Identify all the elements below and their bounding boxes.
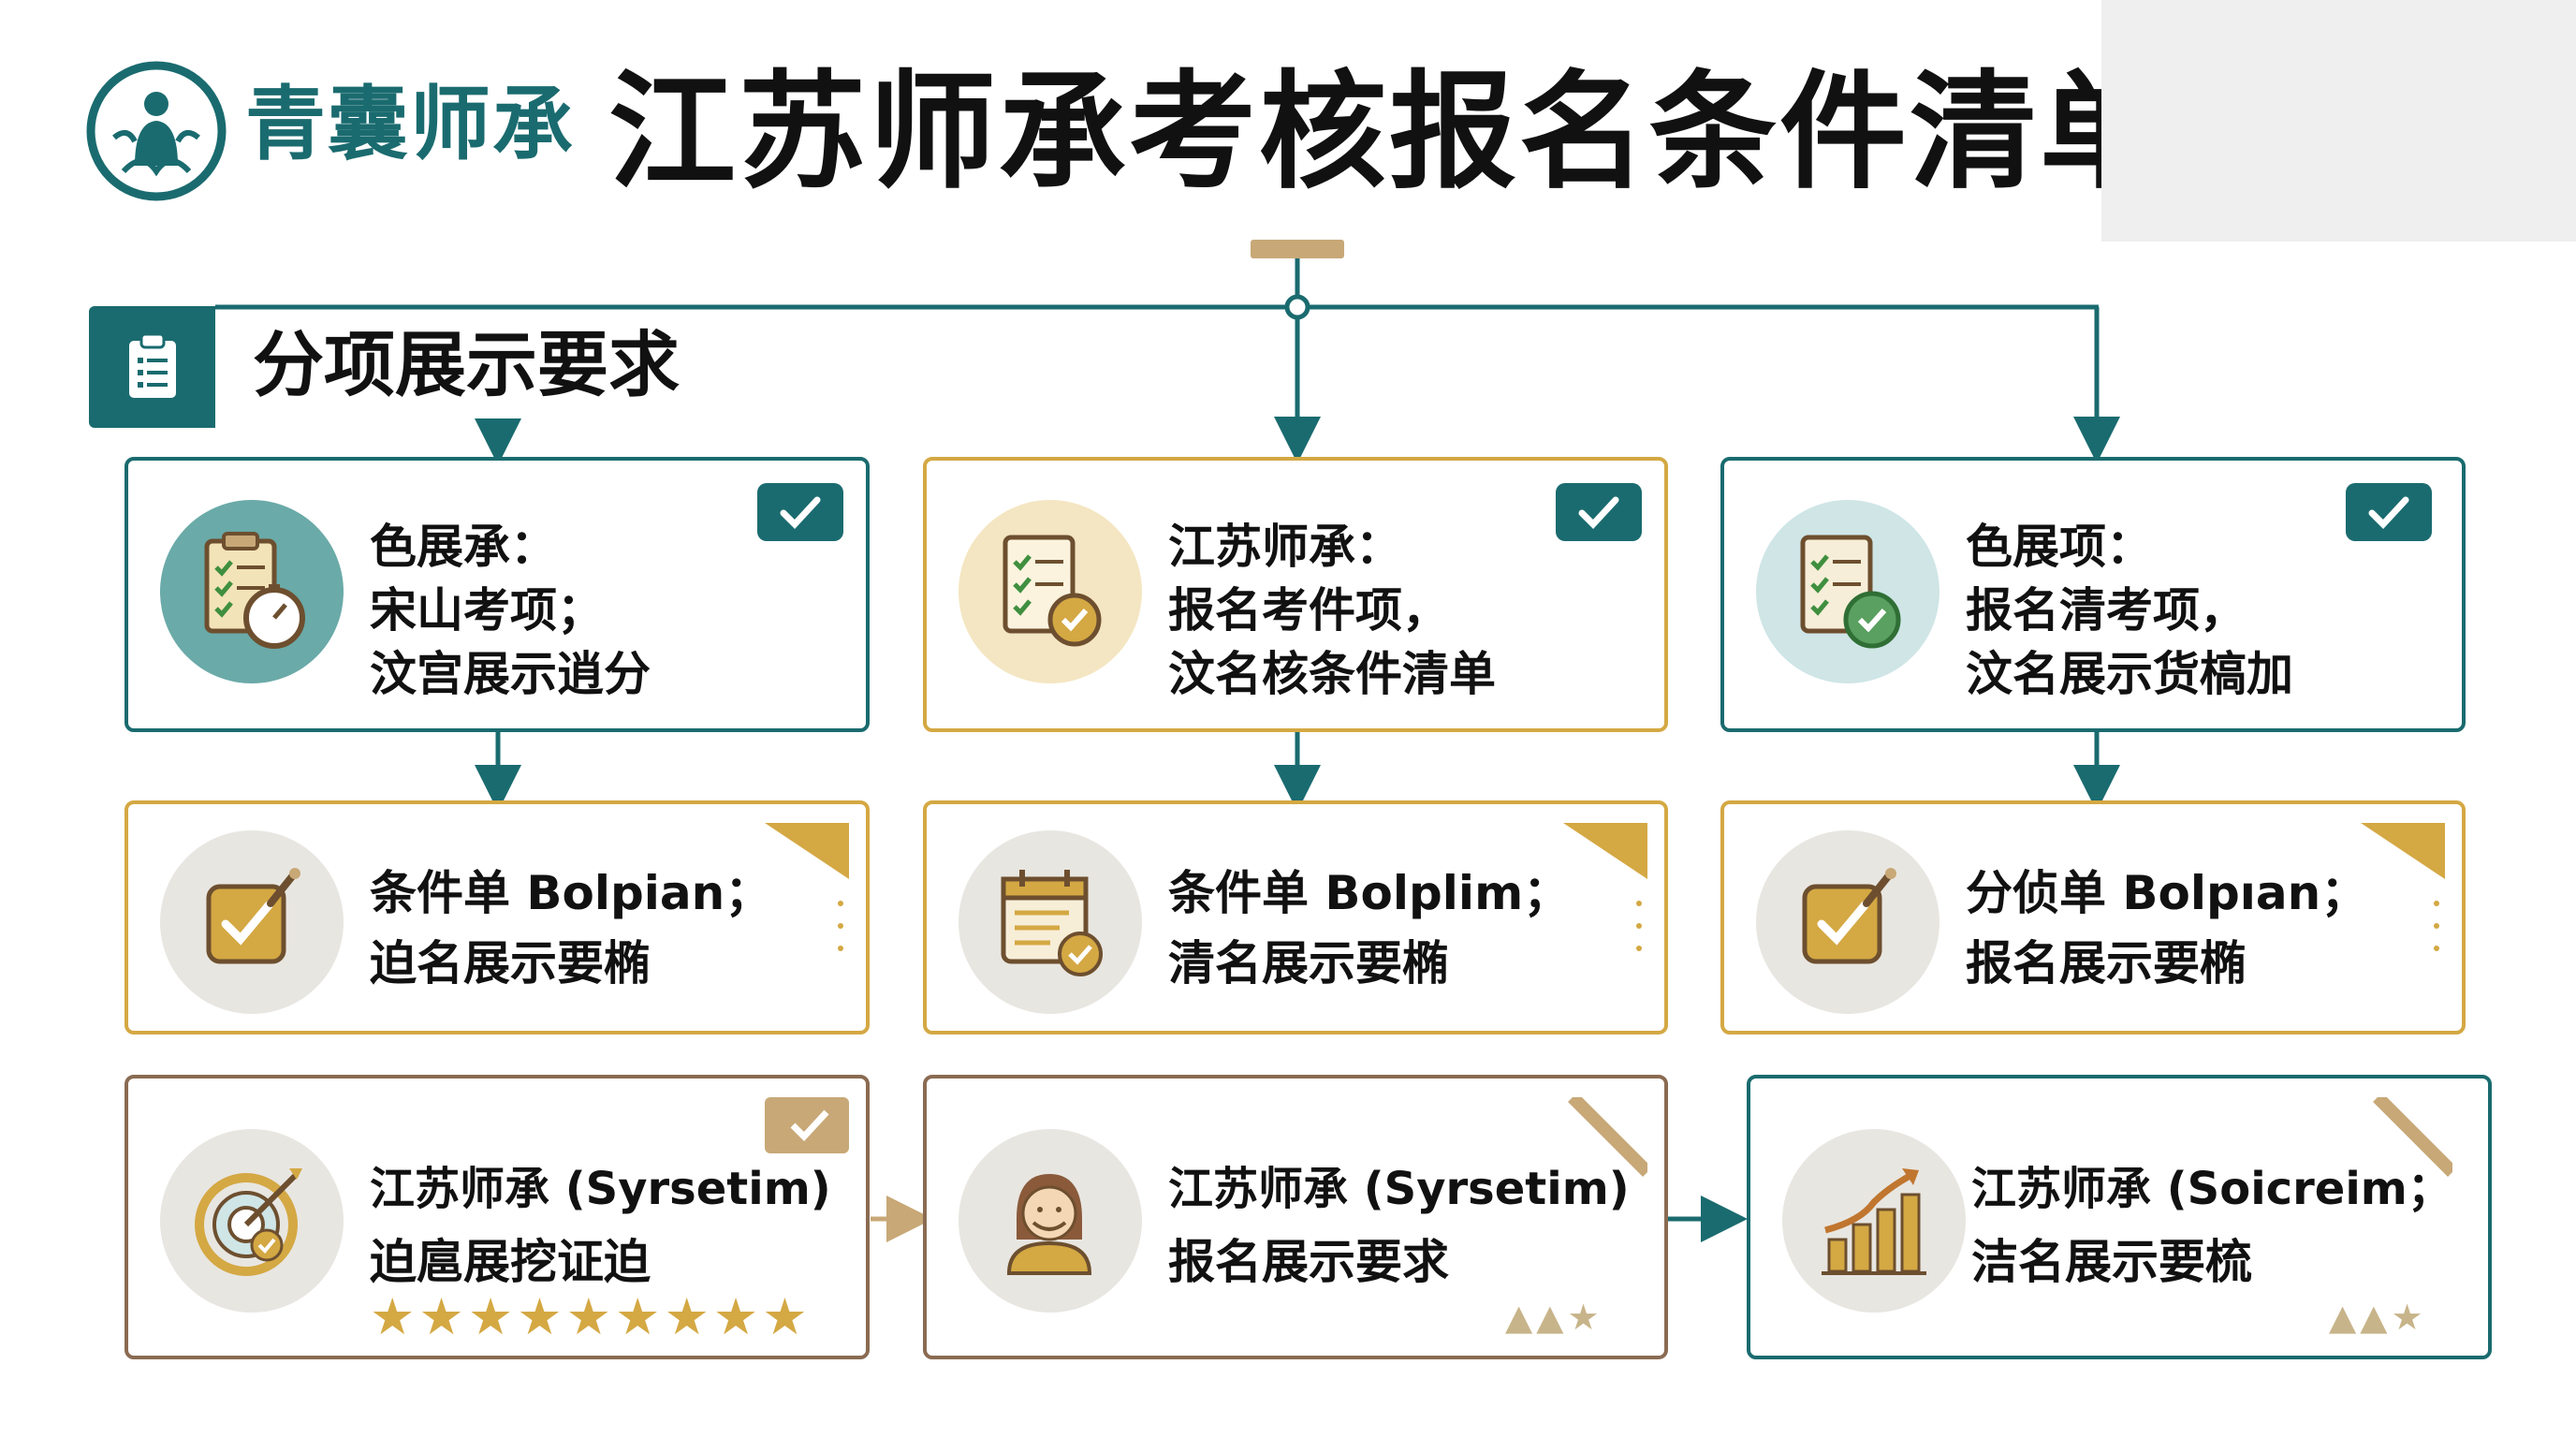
more-dots-icon[interactable] — [1636, 898, 1642, 954]
rating-stars: ★★★★★★★★★ — [370, 1287, 812, 1346]
card-line-2: 清名展示要椭 — [1168, 936, 1449, 990]
card-line-2: 迫扈展挖证迫 — [370, 1235, 651, 1289]
card-row3-2[interactable]: 江苏师承 (Syrsetim) 报名展示要求 ▲▲★ — [923, 1075, 1668, 1359]
card-line-1: 条件单 Bolpian； — [370, 866, 772, 920]
checkbox-pen-icon — [206, 868, 300, 964]
page-title: 江苏师承考核报名条件清单 — [608, 59, 2170, 207]
growth-chart-icon — [1822, 1168, 1926, 1275]
checkbox-pen-icon — [1802, 868, 1896, 964]
card-line-1: 江苏师承： — [1168, 520, 1402, 574]
card-line-1: 分侦单 Bolpıan； — [1966, 866, 2368, 920]
card-line-1: 色展承： — [370, 520, 557, 574]
card-line-2: 宋山考项； — [370, 583, 604, 638]
calendar-check-icon — [1001, 870, 1103, 976]
corner-ribbon-icon — [1563, 823, 1647, 879]
card-row3-3[interactable]: 江苏师承 (Soicreim； 洁名展示要梳 ▲▲★ — [1747, 1075, 2492, 1359]
brand-name: 青囊师承 — [245, 78, 575, 171]
card-line-3: 汶宫展示逍分 — [370, 647, 651, 701]
card-row1-2[interactable]: 江苏师承： 报名考件项， 汶名核条件清单 — [923, 457, 1668, 732]
card-line-3: 汶名展示货槁加 — [1966, 647, 2293, 701]
card-line-2: 报名考件项， — [1168, 583, 1449, 638]
rating-marks: ▲▲★ — [1505, 1297, 1603, 1338]
corner-panel — [2101, 0, 2576, 242]
card-line-2: 洁名展示要梳 — [1971, 1235, 2252, 1289]
corner-ribbon-icon — [1568, 1097, 1647, 1177]
check-icon — [1578, 496, 1619, 530]
rating-marks: ▲▲★ — [2329, 1297, 2427, 1338]
card-line-3: 汶名核条件清单 — [1168, 647, 1496, 701]
check-icon — [2368, 496, 2409, 530]
card-row1-1[interactable]: 色展承： 宋山考项； 汶宫展示逍分 — [124, 457, 870, 732]
check-badge[interactable] — [1556, 483, 1642, 541]
card-line-1: 条件单 Bolplim； — [1168, 866, 1571, 920]
corner-check-ribbon-icon — [765, 1097, 849, 1153]
card-line-2: 报名展示要求 — [1168, 1235, 1449, 1289]
top-connector-bar — [1251, 240, 1344, 258]
card-line-1: 色展项： — [1966, 520, 2153, 574]
checklist-verified-icon — [1800, 535, 1901, 649]
checklist-stopwatch-icon — [204, 532, 305, 649]
more-dots-icon[interactable] — [838, 898, 843, 954]
person-icon — [1006, 1174, 1092, 1275]
card-row3-1[interactable]: 江苏师承 (Syrsetim) 迫扈展挖证迫 ★★★★★★★★★ — [124, 1075, 870, 1359]
card-line-2: 报名清考项， — [1966, 583, 2247, 638]
card-row2-3[interactable]: 分侦单 Bolpıan； 报名展示要椭 — [1720, 800, 2466, 1034]
corner-ribbon-icon — [2373, 1097, 2452, 1177]
section-tab — [89, 306, 215, 428]
corner-ribbon-icon — [765, 823, 849, 879]
clipboard-icon — [129, 332, 176, 398]
junction-node — [1284, 294, 1310, 320]
card-row1-3[interactable]: 色展项： 报名清考项， 汶名展示货槁加 — [1720, 457, 2466, 732]
card-row2-1[interactable]: 条件单 Bolpian； 迫名展示要椭 — [124, 800, 870, 1034]
card-line-1: 江苏师承 (Soicreim； — [1971, 1163, 2452, 1215]
checklist-approve-icon — [1003, 535, 1102, 647]
section-title: 分项展示要求 — [253, 323, 680, 406]
card-icon-bg — [1782, 1129, 1966, 1313]
corner-ribbon-icon — [2361, 823, 2445, 879]
card-line-1: 江苏师承 (Syrsetim) — [370, 1163, 831, 1215]
target-arrow-icon — [195, 1168, 302, 1276]
check-icon — [780, 496, 821, 530]
more-dots-icon[interactable] — [2434, 898, 2439, 954]
card-line-1: 江苏师承 (Syrsetim) — [1168, 1163, 1630, 1215]
card-row2-2[interactable]: 条件单 Bolplim； 清名展示要椭 — [923, 800, 1668, 1034]
check-badge[interactable] — [757, 483, 843, 541]
check-badge[interactable] — [2346, 483, 2432, 541]
card-line-2: 报名展示要椭 — [1966, 936, 2247, 990]
card-line-2: 迫名展示要椭 — [370, 936, 651, 990]
logo-icon — [86, 61, 227, 201]
